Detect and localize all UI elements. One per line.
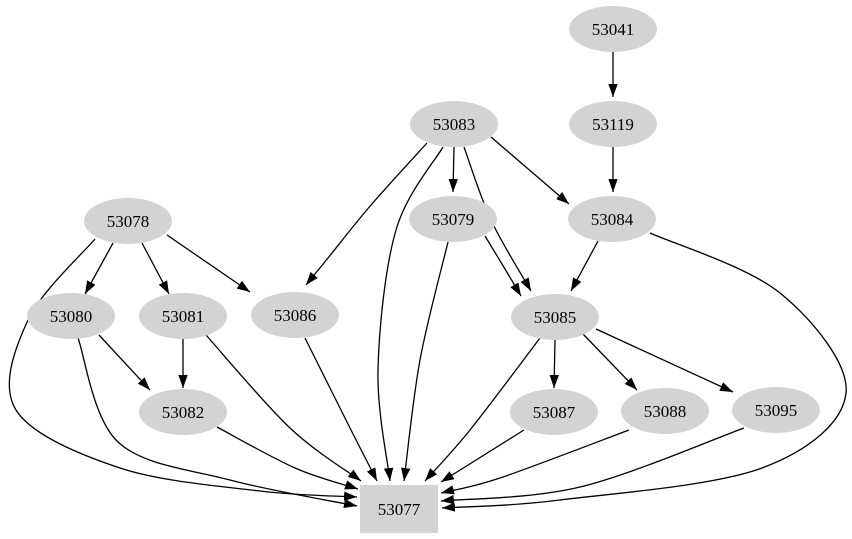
node-53084: 53084 (568, 196, 656, 242)
node-shape-53095 (732, 387, 820, 433)
edge-53079-53077 (401, 241, 449, 482)
edge-53082-53077 (216, 426, 359, 490)
node-53085: 53085 (511, 294, 599, 340)
node-shape-53083 (410, 101, 498, 147)
node-label-53084: 53084 (591, 210, 634, 229)
node-53086: 53086 (251, 292, 339, 338)
node-shape-53077 (360, 485, 438, 533)
edge-53081-53077 (205, 334, 362, 482)
node-label-53082: 53082 (162, 403, 205, 422)
edge-53078-53080 (84, 242, 114, 295)
node-shape-53088 (621, 388, 709, 434)
edge-53083-53086 (305, 142, 428, 286)
node-53088: 53088 (621, 388, 709, 434)
node-shape-53084 (568, 196, 656, 242)
edge-53087-53077 (440, 429, 525, 483)
edge-53085-53095 (595, 328, 734, 393)
node-label-53119: 53119 (592, 115, 634, 134)
node-53041: 53041 (569, 6, 657, 52)
edge-53083-53084 (490, 136, 570, 205)
node-shape-53086 (251, 292, 339, 338)
node-label-53078: 53078 (107, 212, 150, 231)
node-53077: 53077 (360, 485, 438, 533)
edge-53084-53085 (570, 240, 599, 292)
node-label-53079: 53079 (432, 210, 475, 229)
node-53079: 53079 (409, 196, 497, 242)
edge-53080-53082 (98, 334, 151, 391)
node-shape-53085 (511, 294, 599, 340)
node-label-53095: 53095 (755, 401, 798, 420)
node-53119: 53119 (569, 101, 657, 147)
node-shape-53119 (569, 101, 657, 147)
node-label-53086: 53086 (274, 306, 317, 325)
edge-53080-53077 (77, 337, 358, 508)
node-53081: 53081 (139, 293, 227, 339)
edge-layer (8, 52, 847, 512)
edge-53088-53077 (440, 429, 630, 495)
node-shape-53087 (510, 389, 598, 435)
edge-53083-53079 (448, 146, 458, 193)
node-layer: 53041 53119 53083 53084 53079 53078 53080 53081… (27, 6, 820, 533)
edge-53083-53077 (377, 146, 444, 482)
node-53080: 53080 (27, 293, 115, 339)
node-53095: 53095 (732, 387, 820, 433)
edge-53085-53087 (549, 339, 559, 389)
node-label-53085: 53085 (534, 308, 577, 327)
node-shape-53041 (569, 6, 657, 52)
node-label-53080: 53080 (50, 307, 93, 326)
edge-53086-53077 (304, 337, 378, 482)
edge-53085-53088 (582, 333, 638, 391)
node-shape-53082 (139, 389, 227, 435)
edge-53078-53081 (141, 242, 170, 295)
edge-53084-53077 (441, 232, 847, 512)
node-label-53087: 53087 (533, 403, 576, 422)
node-53082: 53082 (139, 389, 227, 435)
edge-53078-53086 (166, 234, 251, 293)
edge-53095-53077 (440, 427, 745, 505)
edge-53085-53077 (424, 337, 541, 482)
node-label-53088: 53088 (644, 402, 687, 421)
node-label-53083: 53083 (433, 115, 476, 134)
node-shape-53078 (84, 198, 172, 244)
node-53078: 53078 (84, 198, 172, 244)
node-shape-53080 (27, 293, 115, 339)
node-label-53041: 53041 (592, 20, 635, 39)
node-shape-53079 (409, 196, 497, 242)
edge-53079-53085 (484, 235, 522, 297)
node-53083: 53083 (410, 101, 498, 147)
node-shape-53081 (139, 293, 227, 339)
node-53087: 53087 (510, 389, 598, 435)
node-label-53077: 53077 (378, 500, 421, 519)
node-label-53081: 53081 (162, 307, 205, 326)
